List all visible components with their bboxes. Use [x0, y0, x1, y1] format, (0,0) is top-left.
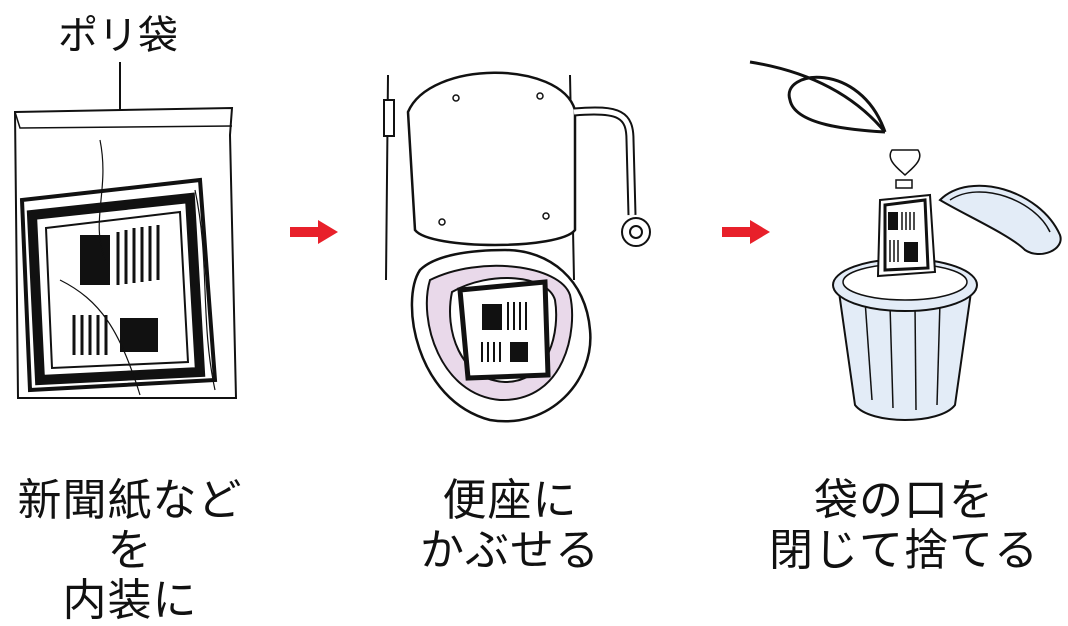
step-2-panel: 便座に かぶせる	[360, 0, 660, 583]
step-2-caption-line-2: かぶせる	[420, 525, 600, 576]
poly-bag-with-newspaper-illustration	[13, 62, 238, 399]
step-1-panel: ポリ袋 新聞紙などを 内装に	[0, 0, 260, 626]
step-1-caption: 新聞紙などを 内装に	[0, 476, 260, 626]
step-3-caption-line-1: 袋の口を	[814, 475, 994, 526]
poly-bag-label: ポリ袋	[58, 13, 178, 59]
arrow-right-icon	[722, 220, 770, 244]
step-3-caption-line-2: 閉じて捨てる	[769, 525, 1039, 576]
step-2-caption: 便座に かぶせる	[360, 476, 660, 576]
arrow-right-icon	[290, 220, 338, 244]
step-1-caption-line-2: 内装に	[62, 575, 198, 626]
step-3-caption: 袋の口を 閉じて捨てる	[740, 476, 1068, 576]
step-1-caption-line-1: 新聞紙などを	[17, 475, 243, 576]
step-3-panel: 袋の口を 閉じて捨てる	[740, 0, 1068, 583]
step-2-caption-line-1: 便座に	[442, 475, 578, 526]
toilet-with-bag-illustration	[383, 71, 651, 423]
trash-bin-with-tied-bag-illustration	[749, 60, 1062, 421]
